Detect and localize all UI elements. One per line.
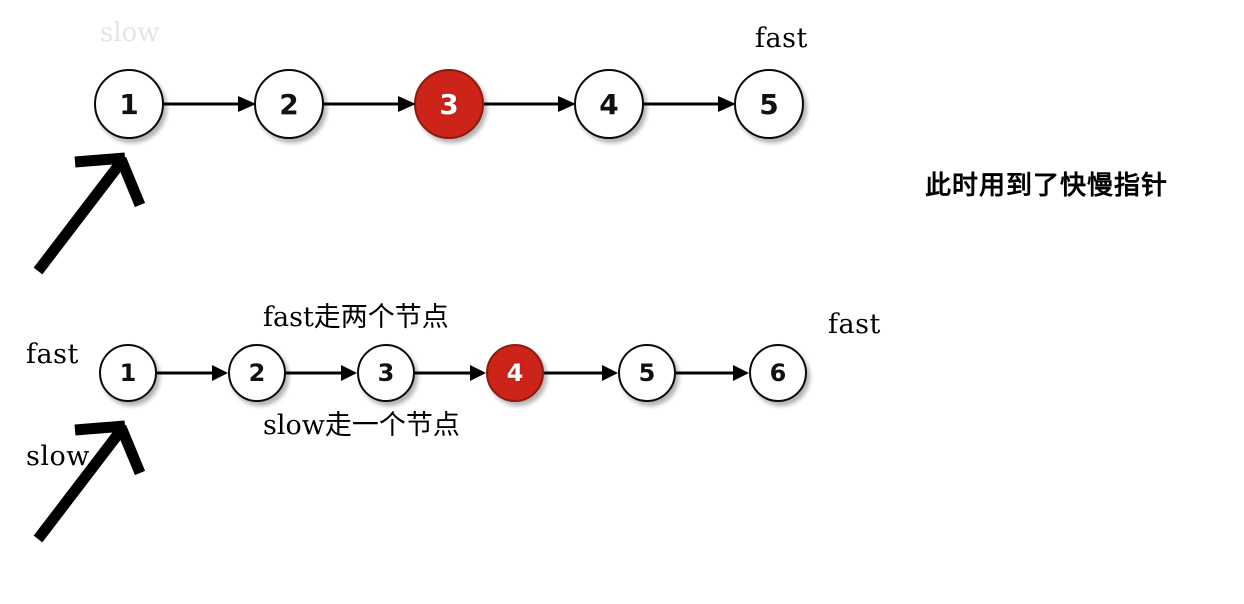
- row2-node-1-value: 1: [119, 359, 137, 387]
- row1-hand-pointer-arrow: [33, 152, 146, 275]
- row1-pointer-label-fast: fast: [26, 339, 79, 370]
- row1-pointer-label-slow: slow: [26, 441, 90, 472]
- row2-arrow-1-to-2: [157, 365, 228, 381]
- row1-arrow-3-to-4: [484, 96, 576, 112]
- row1-pointer-labels: fast slow: [26, 270, 90, 542]
- middle-annotation-line-1: fast走两个节点: [263, 302, 449, 333]
- row1-node-3[interactable]: 3: [414, 69, 484, 139]
- row2-node-6[interactable]: 6: [749, 344, 807, 402]
- row1-node-5-value: 5: [759, 87, 779, 121]
- row2-pointer-labels: fast slow: [26, 538, 90, 604]
- row1-node-3-value: 3: [439, 87, 459, 121]
- row2-fast-label: fast: [828, 309, 881, 340]
- row2-arrow-3-to-4: [415, 365, 486, 381]
- row1-node-4-value: 4: [599, 87, 619, 121]
- middle-annotation: fast走两个节点 slow走一个节点: [263, 228, 460, 516]
- row2-node-5[interactable]: 5: [618, 344, 676, 402]
- row2-node-1[interactable]: 1: [99, 344, 157, 402]
- row2-node-3[interactable]: 3: [357, 344, 415, 402]
- row2-node-2-value: 2: [248, 359, 266, 387]
- row1-node-2[interactable]: 2: [254, 69, 324, 139]
- middle-annotation-line-2: slow走一个节点: [263, 410, 460, 441]
- row1-fast-label: fast: [755, 23, 808, 54]
- row1-node-5[interactable]: 5: [734, 69, 804, 139]
- row1-node-4[interactable]: 4: [574, 69, 644, 139]
- row1-node-1-value: 1: [119, 87, 139, 121]
- row1-arrow-1-to-2: [164, 96, 256, 112]
- row2-node-4-value: 4: [506, 359, 524, 387]
- row1-node-2-value: 2: [279, 87, 299, 121]
- row2-hand-pointer-arrow: [33, 420, 146, 543]
- row2-node-6-value: 6: [769, 359, 787, 387]
- row2-arrow-2-to-3: [286, 365, 357, 381]
- row1-node-1[interactable]: 1: [94, 69, 164, 139]
- row2-node-5-value: 5: [638, 359, 656, 387]
- row2-node-4[interactable]: 4: [486, 344, 544, 402]
- row1-arrow-2-to-3: [324, 96, 416, 112]
- row2-arrow-4-to-5: [544, 365, 618, 381]
- right-note: 此时用到了快慢指针: [925, 171, 1169, 201]
- ghost-slow-label: slow: [100, 18, 160, 48]
- row2-node-3-value: 3: [377, 359, 395, 387]
- row2-node-2[interactable]: 2: [228, 344, 286, 402]
- row2-arrow-5-to-6: [676, 365, 749, 381]
- row1-arrow-4-to-5: [644, 96, 736, 112]
